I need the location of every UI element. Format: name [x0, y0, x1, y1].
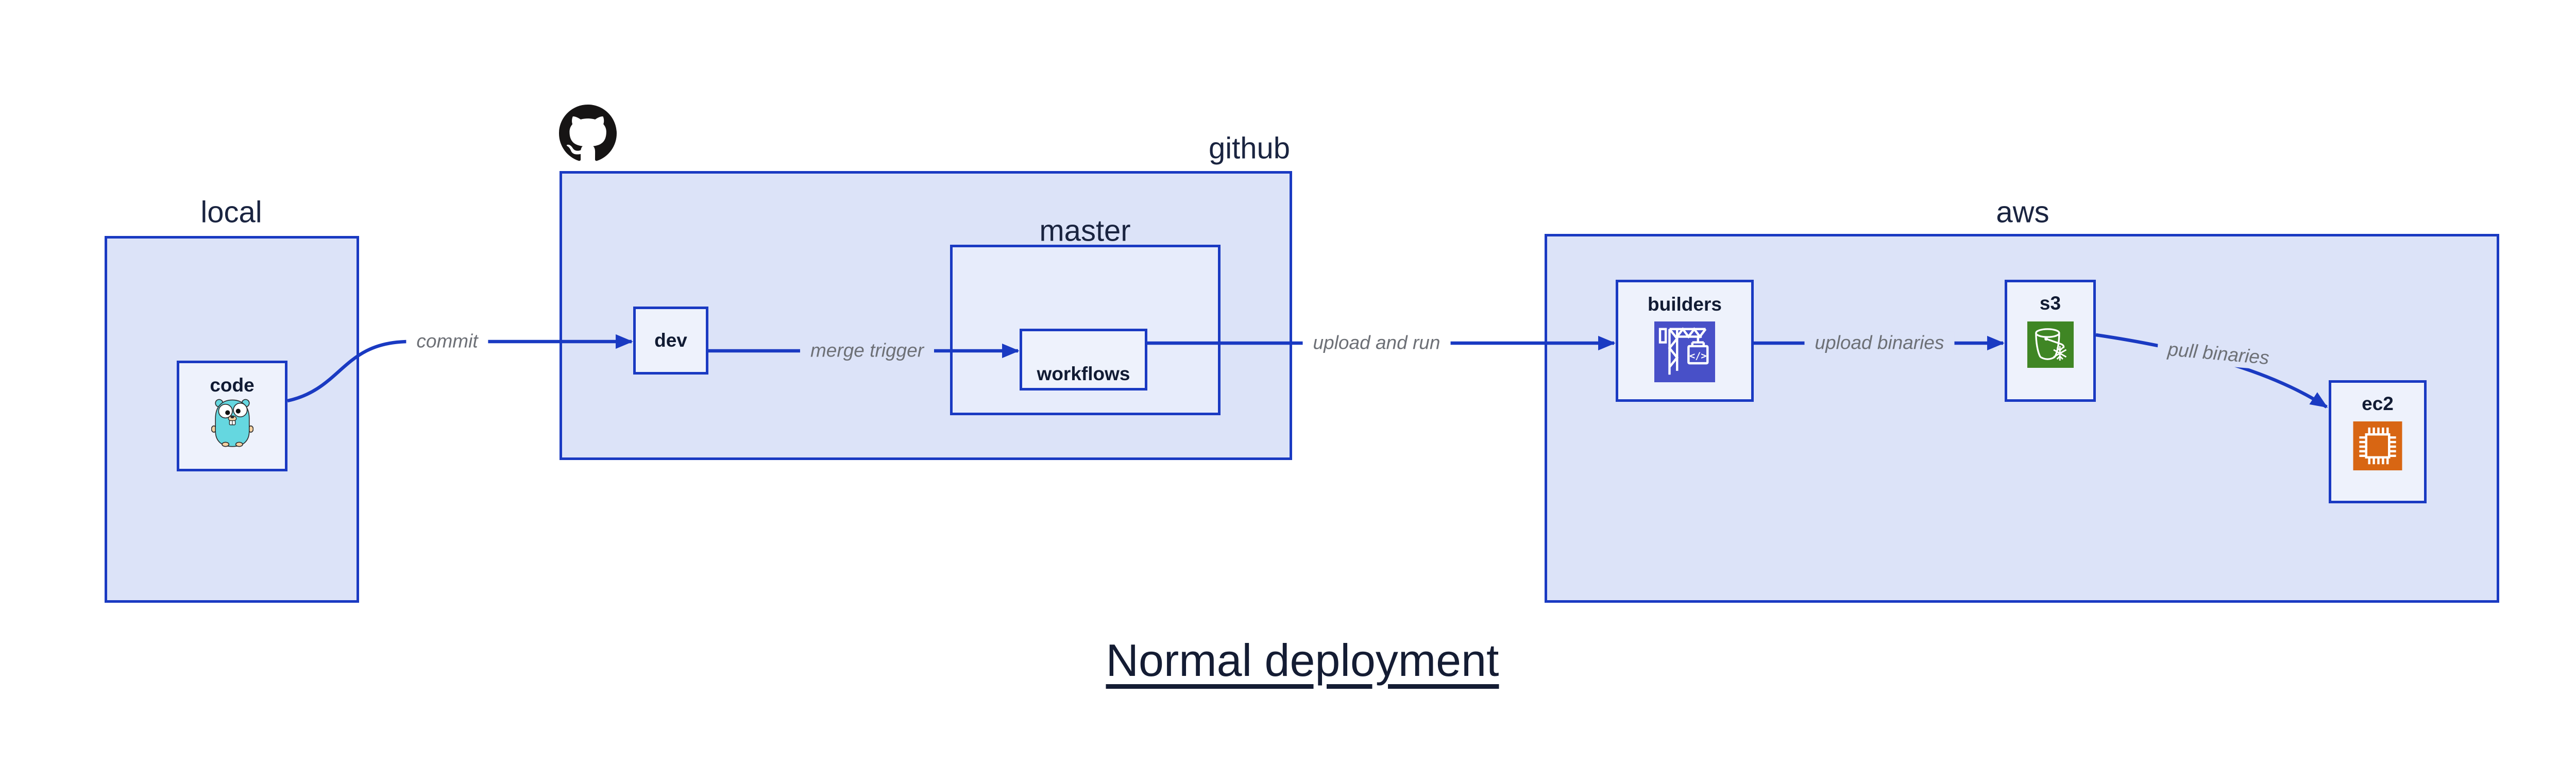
- node-code-label: code: [210, 375, 255, 396]
- go-gopher-icon: [211, 399, 253, 447]
- local-container-label: local: [200, 195, 262, 229]
- node-dev: dev: [633, 307, 708, 375]
- aws-container-label: aws: [1996, 195, 2049, 229]
- aws-s3-glacier-bucket-icon: [2027, 321, 2074, 368]
- edge-label-commit: commit: [406, 330, 488, 353]
- node-builders: builders </>: [1616, 280, 1754, 402]
- aws-codebuild-crane-icon: </>: [1654, 321, 1715, 382]
- node-dev-label: dev: [654, 330, 687, 351]
- node-s3: s3: [2005, 280, 2096, 402]
- diagram-title: Normal deployment: [1106, 635, 1499, 686]
- codebuild-code-glyph: </>: [1689, 351, 1706, 362]
- node-s3-label: s3: [2039, 293, 2061, 314]
- edge-label-upload-and-run: upload and run: [1302, 331, 1451, 355]
- aws-ec2-chip-icon: [2353, 421, 2402, 470]
- node-builders-label: builders: [1648, 294, 1722, 315]
- node-workflows-label: workflows: [1037, 363, 1130, 384]
- master-container-label: master: [1039, 214, 1131, 248]
- edge-label-merge-trigger: merge trigger: [800, 339, 935, 363]
- edge-label-upload-binaries: upload binaries: [1804, 331, 1955, 355]
- github-container-label: github: [1208, 131, 1291, 165]
- node-ec2: ec2: [2329, 380, 2427, 503]
- node-code: code: [177, 361, 287, 471]
- github-octocat-icon: [559, 105, 617, 161]
- node-workflows: workflows: [1020, 329, 1147, 390]
- node-ec2-label: ec2: [2362, 393, 2394, 414]
